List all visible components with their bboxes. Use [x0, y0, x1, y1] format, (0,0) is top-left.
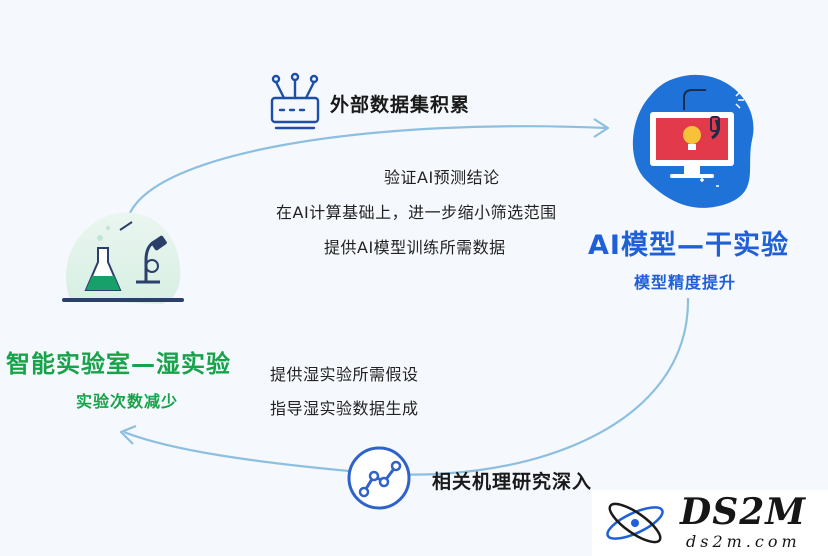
atom-logo-icon: [606, 502, 664, 544]
watermark-domain: ds2m.com: [686, 532, 801, 551]
mechanism-title: 相关机理研究深入: [432, 471, 593, 493]
top-flow-arrow: [126, 125, 607, 219]
ai-model-title: AI模型—干实验: [588, 230, 789, 261]
top-flow-line-1: 验证AI预测结论: [384, 168, 500, 187]
bottom-flow-line-1: 提供湿实验所需假设: [270, 365, 419, 384]
monitor-bulb-icon: [632, 74, 754, 208]
lab-flask-icon: [62, 212, 184, 304]
bottom-flow-line-2: 指导湿实验数据生成: [270, 399, 419, 418]
bottom-flow-arrow: [123, 297, 690, 476]
trend-chart-icon: [347, 446, 411, 510]
top-flow-line-2: 在AI计算基础上，进一步缩小筛选范围: [276, 203, 557, 222]
external-data-title: 外部数据集积累: [330, 94, 471, 116]
ai-model-subtitle: 模型精度提升: [634, 273, 737, 292]
watermark-brand: DS2M: [680, 491, 807, 533]
bottom-arrowhead: [119, 424, 137, 445]
top-arrowhead: [593, 118, 610, 138]
router-icon: [270, 72, 320, 130]
top-flow-line-3: 提供AI模型训练所需数据: [324, 238, 506, 257]
smart-lab-subtitle: 实验次数减少: [76, 392, 179, 411]
smart-lab-title: 智能实验室—湿实验: [6, 350, 231, 378]
